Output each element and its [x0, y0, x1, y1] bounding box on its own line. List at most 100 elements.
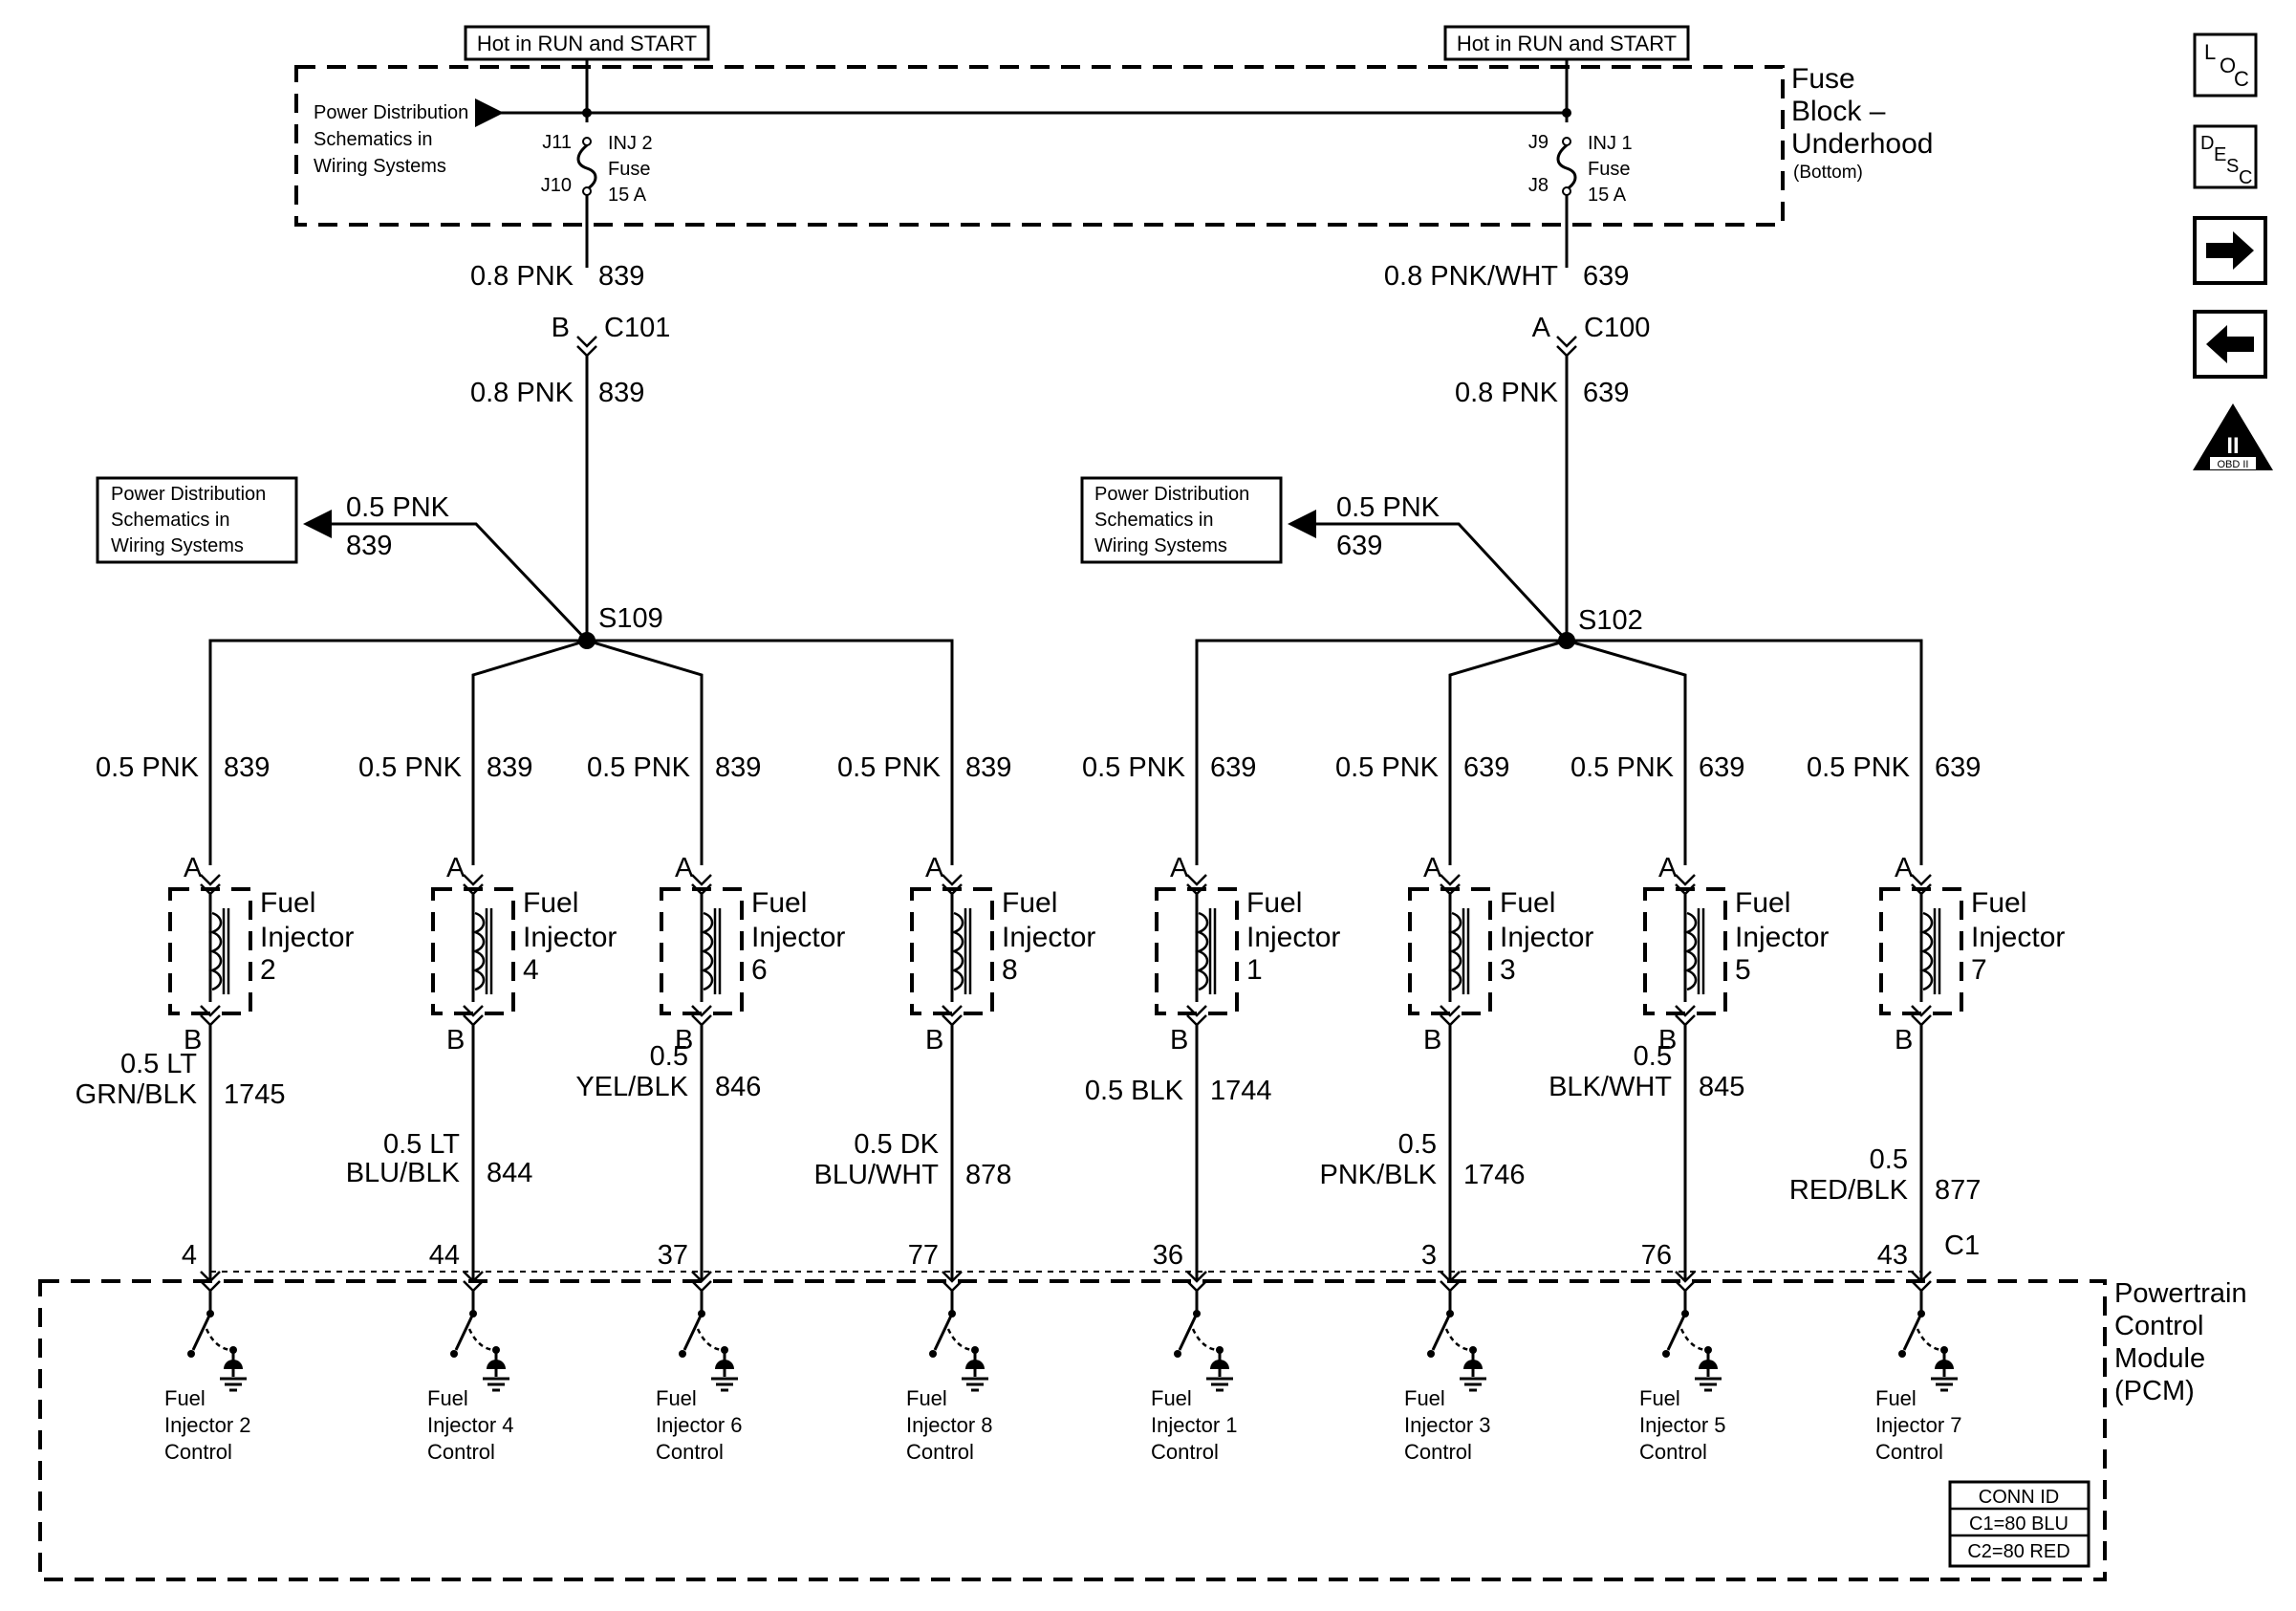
injector-number: 3 — [1500, 954, 1516, 986]
coil-icon — [1683, 911, 1698, 991]
injector-label-line2: Injector — [1500, 922, 1593, 953]
injector-body — [168, 887, 252, 1015]
left-ref-box: Power Distribution Schematics in Wiring … — [96, 476, 298, 564]
control-label-line2: Injector 6 — [656, 1413, 743, 1437]
injector-label-line1: Fuel — [1735, 887, 1790, 919]
supply-wire: 0.5 PNK — [837, 752, 942, 783]
conn-id-box: CONN ID C1=80 BLU C2=80 RED — [1948, 1480, 2090, 1568]
injector-label-line1: Fuel — [1246, 887, 1302, 919]
right-feed-lower-wire: 0.8 PNK — [1455, 378, 1559, 408]
control-wire-line1: 0.5 LT — [120, 1049, 197, 1079]
left-feed-lower-wire: 0.8 PNK — [470, 378, 574, 408]
svg-text:O: O — [2220, 54, 2236, 77]
control-circuit: 844 — [487, 1158, 532, 1188]
injector-label-line1: Fuel — [1002, 887, 1057, 919]
supply-circuit: 639 — [1935, 752, 1981, 783]
control-label-line1: Fuel — [1151, 1386, 1192, 1410]
control-circuit: 1745 — [224, 1079, 286, 1110]
desc-icon[interactable]: D E S C — [2193, 124, 2258, 189]
fuse-inj2-label-line2: Fuse — [608, 159, 650, 180]
fuse-inj2-bottom-pin: J10 — [541, 175, 572, 196]
control-label-line2: Injector 1 — [1151, 1413, 1238, 1437]
pin-b: B — [675, 1025, 693, 1056]
left-feed-upper-wire: 0.8 PNK — [470, 261, 574, 292]
control-wire-line1: 0.5 LT — [383, 1129, 460, 1160]
right-feed-upper-circuit: 639 — [1583, 261, 1629, 292]
pcm-pin: 43 — [1877, 1240, 1908, 1271]
svg-text:II: II — [2226, 433, 2239, 459]
injector-number: 2 — [260, 954, 276, 986]
control-label-line1: Fuel — [1639, 1386, 1680, 1410]
injector-number: 1 — [1246, 954, 1263, 986]
loc-icon[interactable]: L O C — [2193, 33, 2258, 98]
control-circuit: 1746 — [1463, 1160, 1526, 1190]
injector-number: 5 — [1735, 954, 1751, 986]
control-wire-line2: YEL/BLK — [575, 1072, 688, 1102]
fuse-block-title-line1: Fuse — [1791, 63, 1855, 95]
c100-label: C100 — [1584, 313, 1650, 343]
supply-wire: 0.5 PNK — [1807, 752, 1911, 783]
control-wire-line2: BLU/WHT — [814, 1160, 940, 1190]
pin-a: A — [675, 853, 694, 883]
control-circuit: 845 — [1699, 1072, 1744, 1102]
ground-icon — [483, 1360, 509, 1392]
injector-body — [660, 887, 744, 1015]
c101-pin: B — [552, 313, 570, 343]
supply-wire: 0.5 PNK — [358, 752, 463, 783]
control-circuit: 1744 — [1210, 1076, 1272, 1106]
conn-id-header: CONN ID — [1979, 1487, 2059, 1508]
control-label-line2: Injector 8 — [906, 1413, 993, 1437]
ground-icon — [962, 1360, 988, 1392]
coil-icon — [208, 911, 223, 991]
right-ref-box-line1: Power Distribution — [1094, 484, 1249, 505]
coil-icon — [471, 911, 486, 991]
control-label-line2: Injector 7 — [1875, 1413, 1962, 1437]
pcm-pin: 76 — [1641, 1240, 1672, 1271]
control-label-line1: Fuel — [1404, 1386, 1445, 1410]
right-ref-box-line3: Wiring Systems — [1094, 535, 1227, 556]
ground-icon — [1460, 1360, 1486, 1392]
svg-text:S: S — [2226, 156, 2239, 177]
control-label-line3: Control — [906, 1440, 974, 1464]
right-branch-circuit: 639 — [1336, 531, 1382, 561]
left-arrow-icon[interactable] — [2193, 310, 2267, 379]
control-wire-line2: BLK/WHT — [1549, 1072, 1672, 1102]
right-arrow-icon[interactable] — [2193, 216, 2267, 285]
fuse-inj1: J9 J8 INJ 1 Fuse 15 A — [1528, 132, 1633, 268]
fuse-inj1-top-pin: J9 — [1528, 132, 1549, 153]
injector-number: 7 — [1971, 954, 1987, 986]
fuse-inj1-label-line2: Fuse — [1588, 159, 1630, 180]
left-ref-box-line3: Wiring Systems — [111, 535, 244, 556]
left-ref-box-line2: Schematics in — [111, 510, 230, 531]
control-wire-line1: 0.5 — [1870, 1144, 1908, 1175]
injector-number: 6 — [751, 954, 768, 986]
driver-switch-icon — [933, 1313, 954, 1351]
pcm-title-line1: Powertrain — [2114, 1278, 2247, 1309]
right-feed: 0.8 PNK/WHT 639 A C100 0.8 PNK 639 Power… — [1080, 261, 1923, 865]
ground-icon — [220, 1360, 247, 1392]
pin-a: A — [1170, 853, 1189, 883]
left-branch-circuit: 839 — [346, 531, 392, 561]
control-label-line3: Control — [164, 1440, 232, 1464]
coil-icon — [950, 911, 964, 991]
fuse-inj2-label-line3: 15 A — [608, 185, 647, 206]
pcm-title-line2: Control — [2114, 1311, 2204, 1341]
left-feed-lower-circuit: 839 — [598, 378, 644, 408]
obd-ii-icon[interactable]: II OBD II — [2193, 403, 2273, 470]
control-label-line3: Control — [1875, 1440, 1943, 1464]
left-feed-upper-circuit: 839 — [598, 261, 644, 292]
injector-label-line2: Injector — [1246, 922, 1340, 953]
injector-number: 4 — [523, 954, 539, 986]
splice-s109: S109 — [598, 603, 663, 634]
control-label-line3: Control — [427, 1440, 495, 1464]
pcm-connector: C1 — [1944, 1230, 1980, 1261]
pin-b: B — [184, 1025, 202, 1056]
injector-label-line1: Fuel — [751, 887, 807, 919]
control-wire: 0.5 BLK — [1085, 1076, 1184, 1106]
supply-circuit: 639 — [1463, 752, 1509, 783]
pcm: C1 Powertrain Control Module (PCM) CONN … — [38, 1230, 2247, 1581]
